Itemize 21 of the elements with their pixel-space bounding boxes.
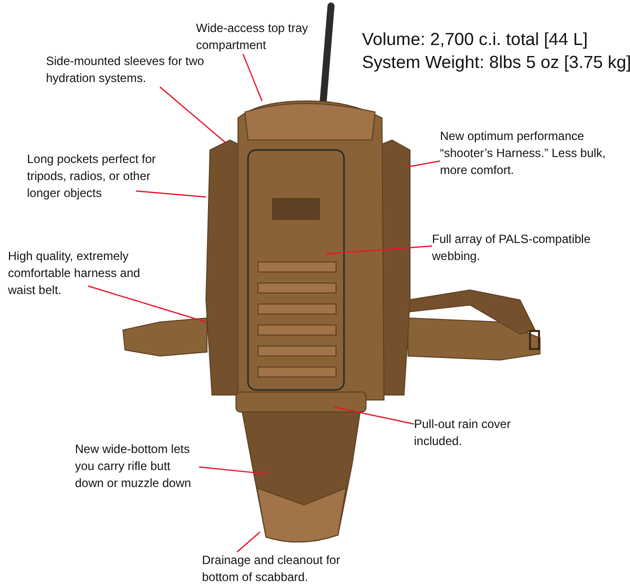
leader-line [88,285,206,323]
leader-line [136,190,206,198]
leader-line [326,245,432,255]
spec-text: System Weight: 8lbs 5 oz [3.75 kg] [362,51,630,73]
leader-line [242,54,263,102]
backpack-drawing [206,100,410,542]
callout-text: Side-mounted sleeves for two hydration systems. [46,53,206,87]
leader-line [160,86,226,144]
leader-line [406,160,440,168]
callout-text: Wide-access top tray compartment [196,20,331,54]
leader-line [236,532,260,552]
leader-line [198,466,268,475]
callout-text: Drainage and cleanout for bottom of scabbard. [202,552,362,586]
spec-text: Volume: 2,700 c.i. total [44 L] [362,28,588,50]
callout-text: Pull-out rain cover included. [414,416,534,450]
callout-text: Full array of PALS-compatible webbing. [432,231,607,265]
callout-text: New wide-bottom lets you carry rifle butt down or muzzle down [75,441,200,492]
callout-text: Long pockets perfect for tripods, radios, or other longer objects [27,151,177,202]
callout-text: High quality, extremely comfortable harness and waist belt. [8,248,158,299]
leader-line [334,406,414,425]
callout-text: New optimum performance “shooter’s Harness.” Less bulk, more comfort. [440,128,610,179]
